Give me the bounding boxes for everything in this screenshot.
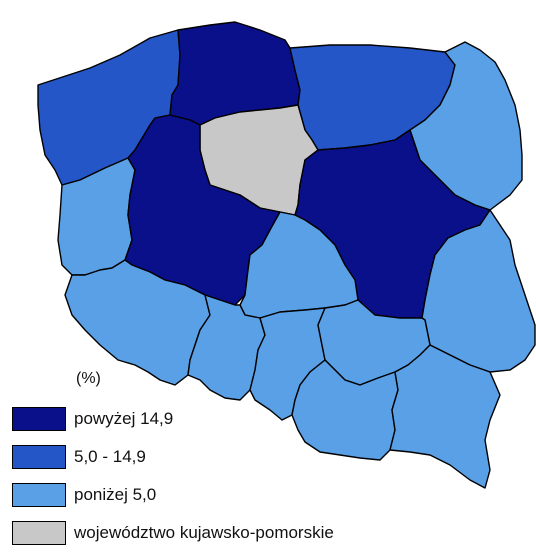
legend-swatch-mid — [12, 445, 66, 469]
legend-label: 5,0 - 14,9 — [74, 447, 146, 466]
legend-label: powyżej 14,9 — [74, 409, 174, 428]
region-opolskie — [187, 294, 266, 401]
legend-label: poniżej 5,0 — [74, 485, 157, 504]
region-podkarpackie — [389, 344, 501, 489]
legend-swatch-nodata — [12, 521, 66, 545]
legend-item-mid: 5,0 - 14,9 — [12, 438, 334, 476]
map-legend: (%) powyżej 14,9 5,0 - 14,9 poniżej 5,0 … — [12, 370, 334, 552]
legend-item-nodata: województwo kujawsko-pomorskie — [12, 514, 334, 552]
legend-item-high: powyżej 14,9 — [12, 400, 334, 438]
legend-swatch-high — [12, 407, 66, 431]
legend-title: (%) — [76, 370, 101, 387]
legend-label: województwo kujawsko-pomorskie — [74, 523, 334, 542]
legend-swatch-low — [12, 483, 66, 507]
legend-item-low: poniżej 5,0 — [12, 476, 334, 514]
